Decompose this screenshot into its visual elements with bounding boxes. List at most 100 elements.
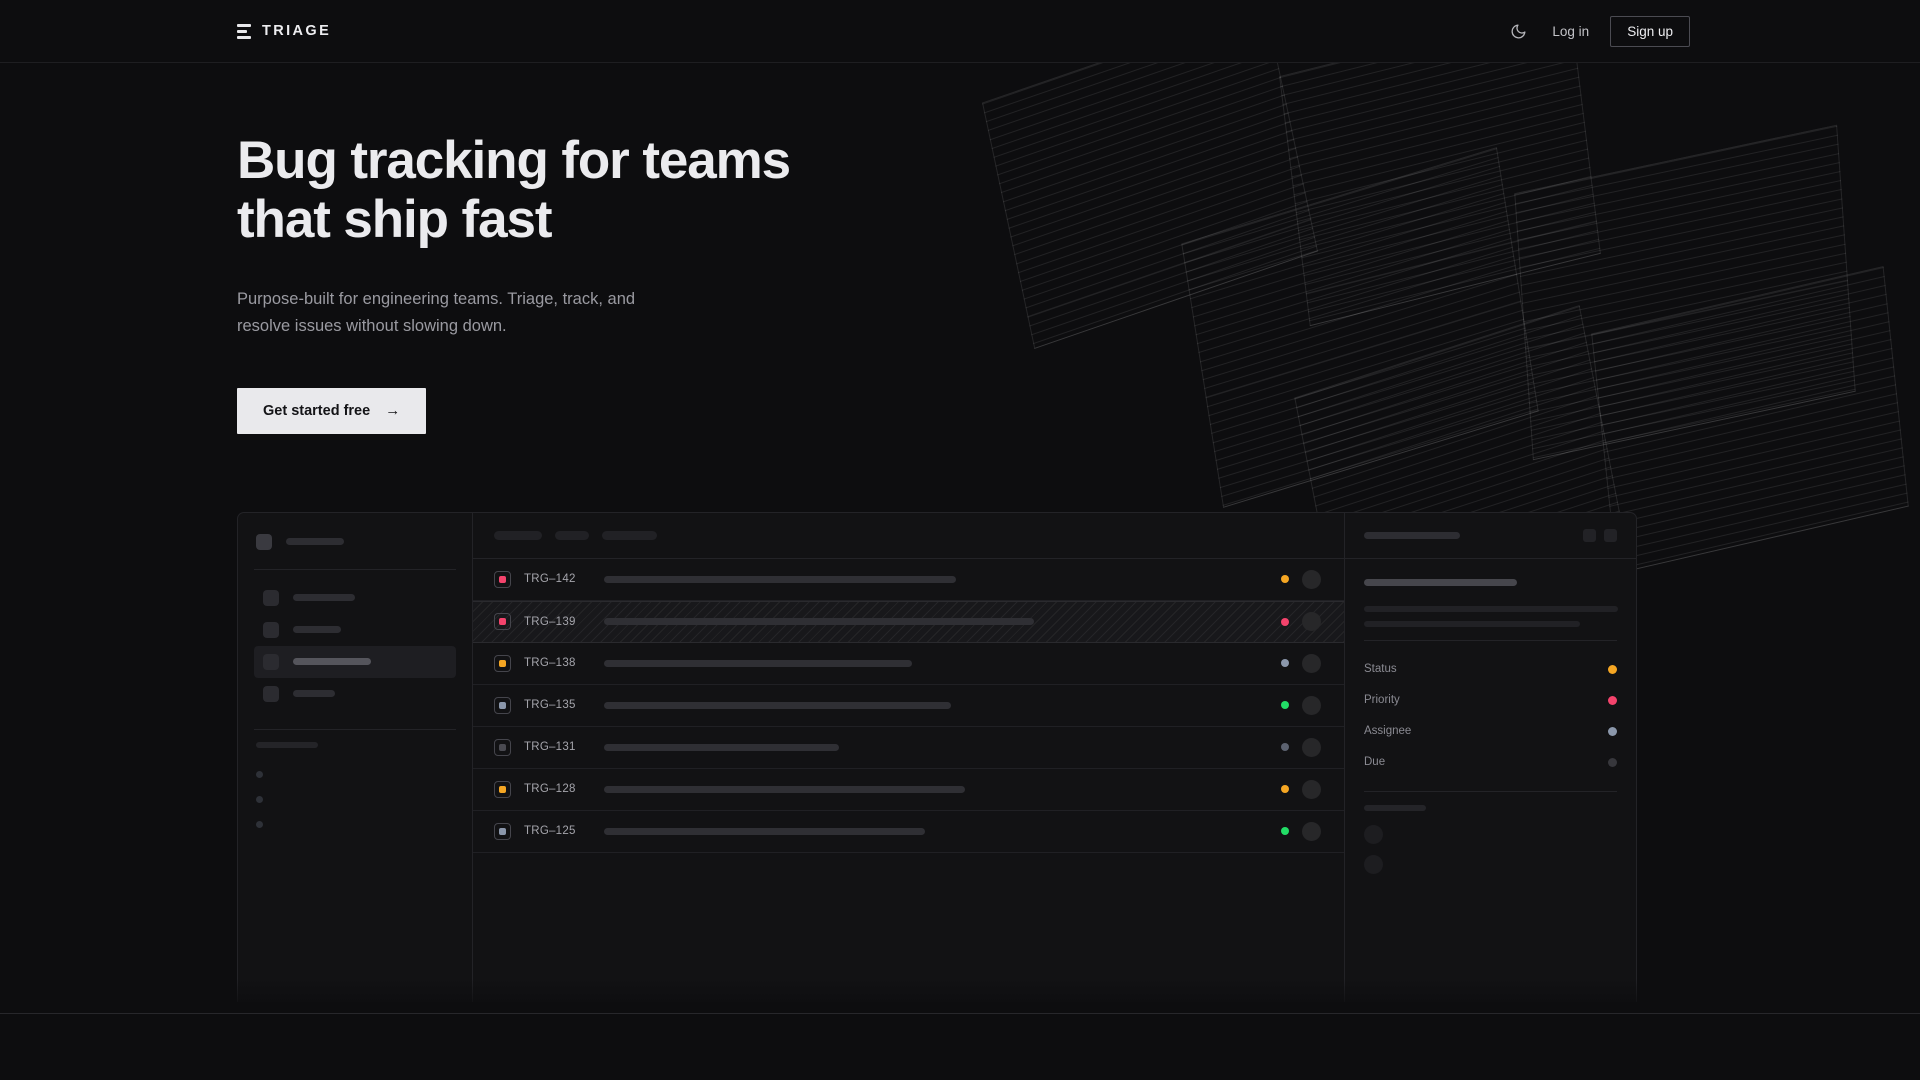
issue-type-icon [494, 696, 511, 714]
bullet-icon [256, 820, 263, 828]
activity-avatar [1364, 824, 1383, 844]
workspace-avatar [256, 533, 272, 550]
issue-row-meta [1281, 821, 1344, 841]
sidebar-item-label [293, 658, 371, 665]
brand-logo[interactable]: TRIAGE [237, 23, 331, 39]
issue-type-icon [494, 570, 511, 588]
status-dot [1281, 785, 1289, 793]
workspace-name-placeholder [286, 538, 344, 545]
status-dot [1281, 575, 1289, 583]
issue-type-icon [494, 654, 511, 672]
issue-list-toolbar [473, 513, 1344, 559]
detail-header-actions [1583, 528, 1617, 542]
toolbar-control[interactable] [555, 530, 589, 540]
detail-meta-due[interactable]: Due [1364, 747, 1617, 778]
issue-row[interactable]: TRG–138 [473, 643, 1344, 685]
detail-action-button[interactable] [1604, 528, 1617, 542]
issue-row[interactable]: TRG–131 [473, 727, 1344, 769]
issue-row[interactable]: TRG–142 [473, 559, 1344, 601]
status-dot [1281, 743, 1289, 751]
avatar [1302, 821, 1321, 841]
sidebar-sub-item[interactable] [254, 787, 456, 812]
sidebar-item-icon [263, 589, 279, 606]
avatar [1302, 569, 1321, 589]
sidebar-sub-item[interactable] [254, 762, 456, 787]
issue-id: TRG–142 [524, 573, 576, 585]
hero-subtitle: Purpose-built for engineering teams. Tri… [237, 289, 636, 335]
issue-title-placeholder [604, 827, 925, 835]
issue-title-placeholder [604, 659, 912, 667]
meta-label: Assignee [1364, 725, 1412, 737]
meta-value-dot [1608, 664, 1617, 674]
detail-action-button[interactable] [1583, 528, 1596, 542]
detail-meta-priority[interactable]: Priority [1364, 685, 1617, 716]
nav-actions: Log in Sign up [1505, 15, 1690, 47]
top-navigation-bar: TRIAGE Log in Sign up [0, 0, 1920, 63]
sidebar-nav-list [254, 582, 456, 710]
meta-label: Due [1364, 756, 1386, 768]
page-title: Bug tracking for teams that ship fast [237, 131, 791, 250]
sidebar-item-icon [263, 685, 279, 702]
toolbar-control[interactable] [602, 530, 657, 540]
sidebar-divider [254, 568, 456, 570]
issue-type-icon [494, 780, 511, 798]
sidebar-nav-item-4[interactable] [254, 678, 456, 710]
issue-row-meta [1281, 737, 1344, 757]
ribbon-panel [1591, 266, 1909, 574]
issue-row-meta [1281, 612, 1344, 631]
detail-meta-status[interactable]: Status [1364, 654, 1617, 685]
sidebar-divider-2 [254, 728, 456, 730]
sidebar-nav-item-2[interactable] [254, 614, 456, 646]
issue-row-meta [1281, 653, 1344, 673]
issue-id: TRG–125 [524, 825, 576, 837]
sidebar-item-label [293, 690, 335, 697]
status-dot [1281, 827, 1289, 835]
activity-section-label [1364, 804, 1426, 811]
sidebar-item-label [293, 626, 341, 633]
issue-row[interactable]: TRG–135 [473, 685, 1344, 727]
issue-id: TRG–131 [524, 741, 576, 753]
cta-label: Get started free [263, 402, 371, 419]
get-started-button[interactable]: Get started free → [237, 387, 427, 434]
activity-avatars [1364, 824, 1617, 874]
issue-id: TRG–128 [524, 783, 576, 795]
issue-id: TRG–139 [524, 615, 576, 628]
bullet-icon [256, 770, 263, 778]
issue-row-meta [1281, 779, 1344, 799]
hero-section: Bug tracking for teams that ship fast Pu… [237, 63, 957, 434]
stacked-bars-icon [237, 23, 251, 39]
detail-panel-header [1345, 513, 1636, 559]
issue-row[interactable]: TRG–139 [473, 600, 1344, 643]
issue-row[interactable]: TRG–128 [473, 769, 1344, 811]
meta-label: Priority [1364, 694, 1400, 706]
workspace-switcher[interactable] [254, 530, 456, 550]
issue-row[interactable]: TRG–125 [473, 811, 1344, 853]
avatar [1302, 612, 1321, 631]
sidebar-item-label [293, 594, 355, 601]
status-dot [1281, 659, 1289, 667]
avatar [1302, 653, 1321, 673]
sidebar-nav-item-1[interactable] [254, 582, 456, 614]
login-link[interactable]: Log in [1552, 23, 1590, 39]
mock-sidebar [238, 512, 473, 1002]
issue-title-placeholder [604, 618, 1034, 625]
detail-meta-assignee[interactable]: Assignee [1364, 716, 1617, 747]
issue-type-icon [494, 613, 511, 630]
toolbar-control[interactable] [494, 530, 542, 540]
sidebar-nav-item-3[interactable] [254, 645, 456, 678]
detail-description [1364, 605, 1618, 627]
signup-button[interactable]: Sign up [1610, 15, 1690, 47]
sidebar-sub-item[interactable] [254, 812, 456, 837]
detail-description-line [1364, 620, 1580, 627]
meta-value-dot [1608, 695, 1617, 705]
issue-row-meta [1281, 569, 1344, 589]
status-dot [1281, 617, 1289, 626]
brand-name: TRIAGE [262, 23, 332, 39]
moon-icon[interactable] [1505, 18, 1531, 44]
sidebar-item-icon [263, 621, 279, 638]
